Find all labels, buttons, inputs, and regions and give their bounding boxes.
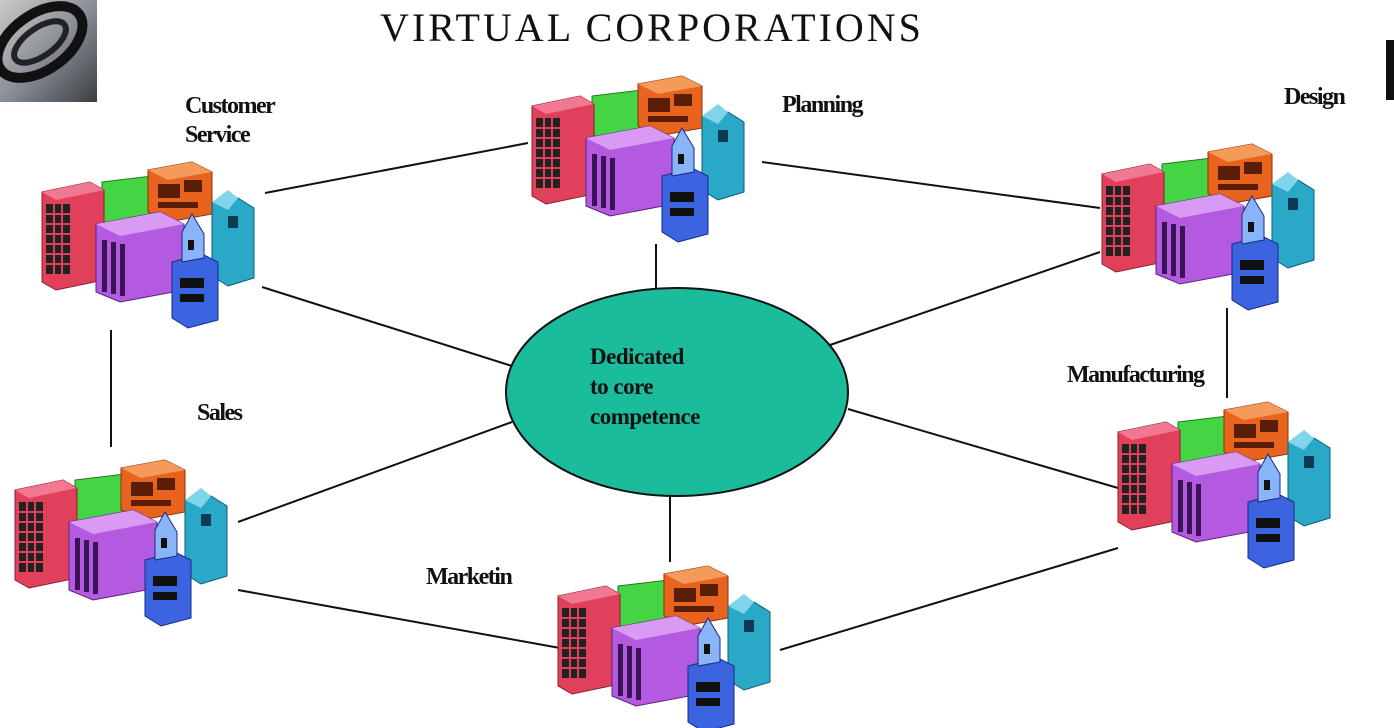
node-label-line: Manufacturing: [1067, 362, 1205, 388]
hub-label-line: to core: [590, 374, 654, 399]
node-label-line: Marketin: [426, 564, 513, 590]
spoke-customer: [261, 286, 513, 367]
hub-label-line: competence: [590, 404, 700, 429]
spoke-sales: [237, 421, 513, 523]
node-label-line: Design: [1284, 84, 1346, 110]
node-label-customer-service: Customer Service: [185, 92, 276, 150]
node-label-marketing: Marketin: [426, 563, 513, 592]
spoke-manufacturing: [847, 408, 1119, 489]
connector-manufacturing-marketing: [779, 547, 1119, 651]
node-label-planning: Planning: [782, 91, 864, 120]
customer-service-building-icon: [41, 161, 255, 329]
manufacturing-building-icon: [1117, 401, 1331, 569]
spoke-design: [829, 251, 1101, 346]
node-label-line: Sales: [197, 400, 243, 426]
right-edge-logo-fragment: [1386, 40, 1394, 100]
page-title: VIRTUAL CORPORATIONS: [380, 5, 924, 50]
node-label-sales: Sales: [197, 399, 243, 428]
design-building-icon: [1101, 143, 1315, 311]
hub-circle: [505, 287, 849, 497]
globe-logo-icon: [0, 0, 97, 102]
hub-label: Dedicated to core competence: [590, 342, 700, 432]
node-label-line: Planning: [782, 92, 864, 118]
node-label-line: Customer: [185, 93, 276, 119]
connector-sales-marketing: [237, 589, 561, 649]
connector-planning-design: [761, 161, 1101, 209]
marketing-building-icon: [557, 565, 771, 728]
sales-building-icon: [14, 459, 228, 627]
node-label-manufacturing: Manufacturing: [1067, 361, 1205, 390]
node-label-line: Service: [185, 122, 251, 148]
connector-lines: [110, 142, 1228, 651]
connector-customer-planning: [264, 142, 529, 194]
node-label-design: Design: [1284, 83, 1346, 112]
hub-label-line: Dedicated: [590, 344, 684, 369]
planning-building-icon: [531, 75, 745, 243]
